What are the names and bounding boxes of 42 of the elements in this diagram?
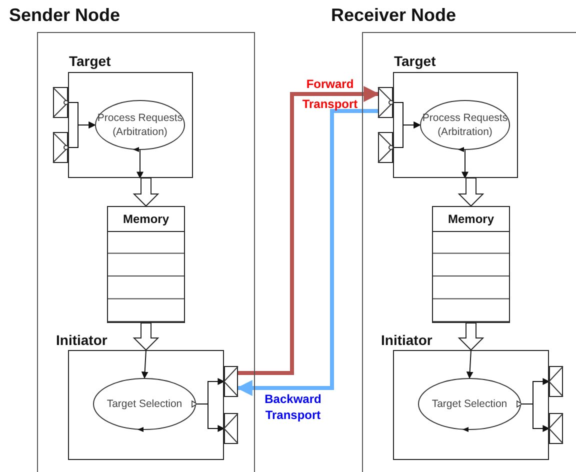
process-label: Process Requests (Arbitration) [96,110,184,140]
port-symbol [549,366,563,397]
edge-label: Backward Transport [264,391,322,423]
arrow [392,122,421,148]
process-ellipse [420,100,510,150]
memory-header: Memory [108,207,184,232]
memory-header: Memory [433,207,509,232]
port-symbol [53,87,68,118]
port-symbol [224,366,238,397]
arrow [462,150,468,179]
memory-table [107,206,185,323]
block-arrow [458,178,484,207]
heading: Target [394,53,436,70]
arrow [68,122,96,148]
process-ellipse [95,100,185,150]
heading: Initiator [381,332,432,349]
arrow [196,404,225,432]
edge-label: Forward Transport [301,76,359,113]
block-arrow [132,178,160,207]
process-label: Target Selection [432,396,508,412]
arrow [141,350,148,379]
heading: Target [69,53,111,70]
port-symbol [53,132,68,163]
process-ellipse [418,378,521,430]
port-symbol [378,87,393,118]
arrow [466,350,474,379]
block-arrow [132,322,160,351]
block-arrow [458,322,484,351]
heading: Initiator [56,332,108,349]
port-symbol [549,413,563,444]
heading: Receiver Node [331,5,456,27]
process-label: Target Selection [106,396,182,412]
memory-table [432,206,510,323]
heading: Sender Node [9,5,120,27]
port-symbol [224,413,238,444]
port-symbol [378,132,393,163]
arrow [136,150,144,179]
transport-arrow [238,86,380,375]
transport-arrow [236,109,378,396]
process-label: Process Requests (Arbitration) [421,110,509,140]
arrow [520,404,550,432]
process-ellipse [93,378,196,430]
